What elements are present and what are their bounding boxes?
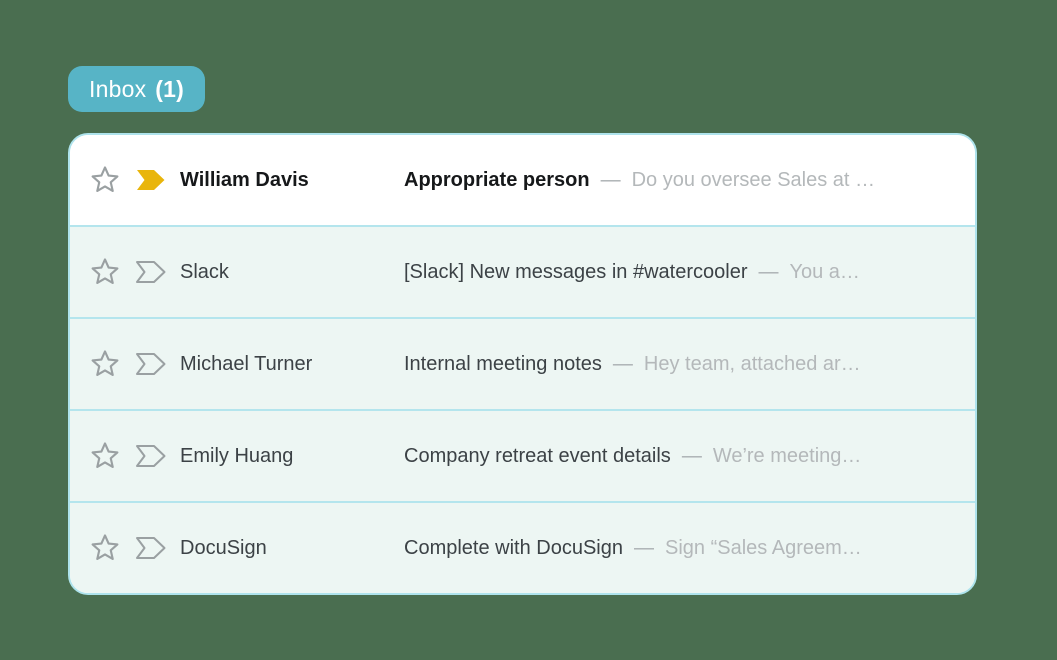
email-snippet: Hey team, attached ar…	[643, 352, 861, 375]
email-row[interactable]: Slack [Slack] New messages in #watercool…	[70, 225, 975, 317]
star-icon[interactable]	[88, 164, 122, 196]
email-subject: [Slack] New messages in #watercooler	[404, 260, 748, 283]
email-snippet: You a…	[789, 260, 860, 283]
subject-snippet-separator: —	[681, 444, 702, 467]
email-subject: Company retreat event details	[404, 444, 671, 467]
label-tag-icon[interactable]	[134, 168, 168, 192]
label-tag-icon[interactable]	[134, 444, 168, 468]
inbox-badge-label: Inbox	[89, 75, 147, 102]
subject-snippet-separator: —	[600, 168, 621, 191]
email-message: Internal meeting notes — Hey team, attache…	[404, 353, 945, 376]
email-message: Appropriate person — Do you oversee Sales …	[404, 169, 945, 192]
email-snippet: Sign “Sales Agreem…	[665, 536, 862, 559]
email-row[interactable]: William Davis Appropriate person — Do you …	[70, 135, 975, 225]
label-tag-icon[interactable]	[134, 260, 168, 284]
inbox-card: William Davis Appropriate person — Do you …	[68, 133, 977, 595]
star-icon[interactable]	[88, 348, 122, 380]
email-message: Complete with DocuSign — Sign “Sales Agree…	[404, 537, 945, 560]
subject-snippet-separator: —	[612, 352, 633, 375]
email-sender: Michael Turner	[180, 352, 313, 375]
email-row[interactable]: Emily Huang Company retreat event detail…	[70, 409, 975, 501]
subject-snippet-separator: —	[758, 260, 779, 283]
email-sender: DocuSign	[180, 536, 267, 559]
inbox-badge[interactable]: Inbox (1)	[68, 66, 205, 112]
star-icon[interactable]	[88, 532, 122, 564]
email-snippet: Do you oversee Sales at …	[631, 168, 876, 191]
email-message: [Slack] New messages in #watercooler — You…	[404, 261, 945, 284]
star-icon[interactable]	[88, 440, 122, 472]
email-sender: William Davis	[180, 168, 309, 191]
star-icon[interactable]	[88, 256, 122, 288]
email-message: Company retreat event details — We’re meet…	[404, 445, 945, 468]
email-sender: Slack	[180, 260, 229, 283]
label-tag-icon[interactable]	[134, 352, 168, 376]
inbox-unread-count: (1)	[155, 75, 184, 102]
email-subject: Internal meeting notes	[404, 352, 602, 375]
email-row[interactable]: Michael Turner Internal meeting notes — He…	[70, 317, 975, 409]
label-tag-icon[interactable]	[134, 536, 168, 560]
email-sender: Emily Huang	[180, 444, 294, 467]
email-subject: Complete with DocuSign	[404, 536, 623, 559]
email-subject: Appropriate person	[404, 168, 590, 191]
subject-snippet-separator: —	[634, 536, 654, 559]
email-row[interactable]: DocuSign Complete with DocuSign — Sign “Sa…	[70, 501, 975, 593]
email-snippet: We’re meeting…	[712, 444, 862, 467]
